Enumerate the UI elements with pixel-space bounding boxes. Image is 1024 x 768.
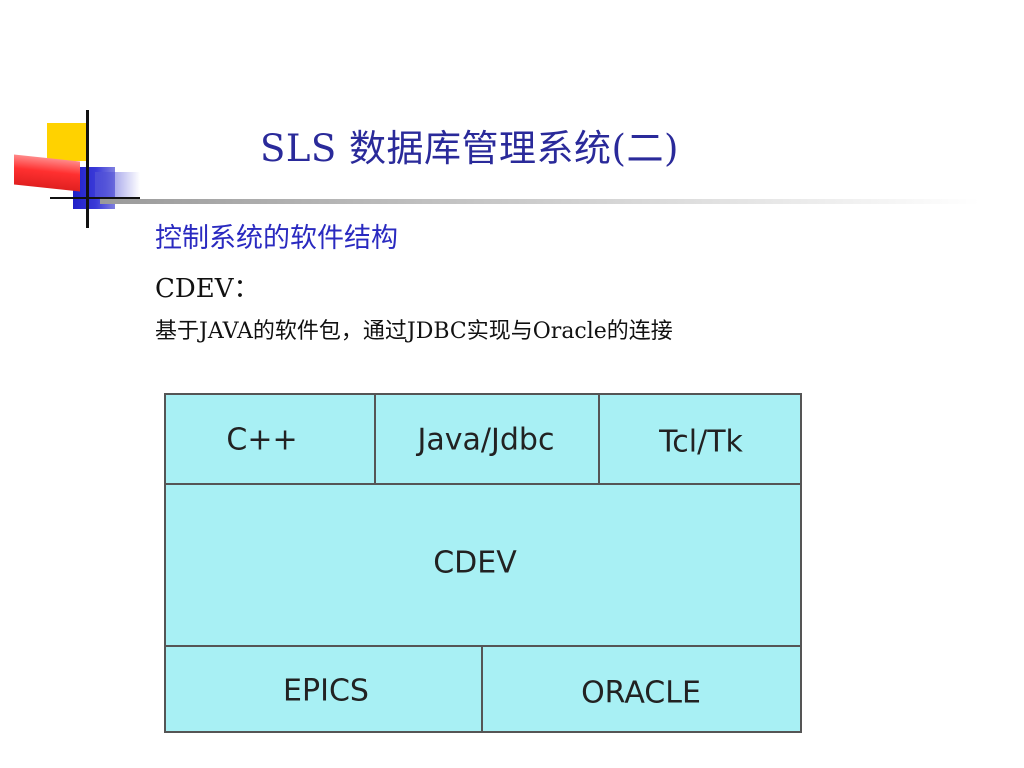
diagram-divider-top-2 — [598, 395, 600, 485]
box-tcl-tk: Tcl/Tk — [659, 424, 743, 460]
cdev-label: CDEV： — [155, 274, 260, 304]
logo-yellow-square — [47, 123, 87, 161]
corner-logo — [0, 0, 150, 240]
box-epics: EPICS — [283, 673, 369, 709]
logo-blue-fade — [95, 172, 140, 198]
logo-horizontal-line — [50, 197, 140, 199]
logo-red-square — [14, 154, 80, 192]
box-java-jdbc: Java/Jdbc — [417, 422, 555, 458]
software-structure-diagram: C++ Java/Jdbc Tcl/Tk CDEV EPICS ORACLE — [164, 393, 802, 733]
box-cdev: CDEV — [433, 545, 517, 581]
slide-title: SLS 数据库管理系统(二) — [260, 127, 679, 170]
title-underline — [100, 199, 980, 204]
box-cpp: C++ — [226, 422, 298, 458]
diagram-divider-top — [166, 483, 800, 485]
section-heading: 控制系统的软件结构 — [155, 223, 398, 254]
diagram-divider-bottom — [166, 645, 800, 647]
logo-vertical-line — [86, 110, 89, 228]
box-oracle: ORACLE — [581, 675, 701, 711]
diagram-divider-top-1 — [374, 395, 376, 485]
diagram-divider-bottom-1 — [481, 645, 483, 733]
cdev-description: 基于JAVA的软件包，通过JDBC实现与Oracle的连接 — [155, 319, 673, 344]
